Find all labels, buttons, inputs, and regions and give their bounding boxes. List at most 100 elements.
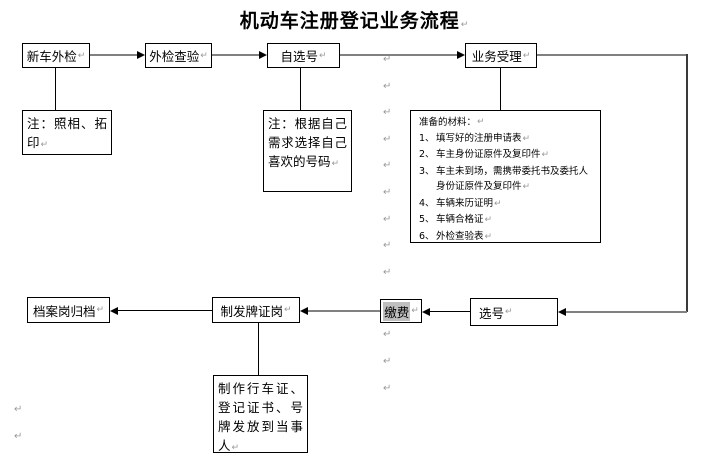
- arrowhead-left-icon: [110, 307, 118, 315]
- note-text: 制作行车证、登记证书、号牌发放到当事人: [218, 381, 303, 453]
- item-text: 车主身份证原件及复印件↵: [436, 147, 594, 164]
- item-number: 4、: [419, 197, 435, 209]
- paragraph-mark-icon: ↵: [460, 20, 470, 30]
- connector-line: [212, 54, 262, 56]
- connector-line: [500, 68, 501, 110]
- item-text-value: 车辆合格证: [436, 214, 484, 225]
- paragraph-mark-icon: ↵: [383, 329, 392, 340]
- paragraph-mark-icon: ↵: [318, 50, 327, 61]
- paragraph-mark-icon: ↵: [200, 50, 208, 61]
- arrowhead-left-icon: [558, 308, 566, 316]
- item-text-value: 车主未到场，需携带委托书及委托人身份证原件及复印件: [436, 165, 589, 193]
- materials-item-row: 3、车主未到场，需携带委托书及委托人身份证原件及复印件↵: [419, 164, 594, 196]
- paragraph-mark-icon: ↵: [14, 404, 23, 415]
- note-box-choose-favorite-number[interactable]: 注：根据自己需求选择自己喜欢的号码↵: [263, 110, 352, 192]
- flow-box-label: 自选号: [280, 49, 318, 64]
- paragraph-mark-icon: ↵: [383, 107, 392, 118]
- paragraph-mark-icon: ↵: [231, 443, 240, 453]
- flow-box-payment[interactable]: 缴费↵: [380, 299, 422, 323]
- flow-box-label: 缴费: [383, 301, 411, 321]
- note-text: 注：照相、拓印: [27, 116, 107, 150]
- flow-box-self-select-number[interactable]: 自选号↵: [267, 43, 340, 68]
- flow-box-label: 选号: [479, 305, 505, 321]
- paragraph-mark-icon: ↵: [484, 231, 493, 242]
- materials-heading: 准备的材料：: [419, 117, 477, 128]
- paragraph-mark-icon: ↵: [40, 140, 49, 150]
- item-number: 1、: [419, 132, 435, 144]
- materials-item-row: 6、外检查验表↵: [419, 229, 594, 246]
- item-text: 填写好的注册申请表↵: [436, 131, 594, 148]
- paragraph-mark-icon: ↵: [383, 214, 392, 225]
- paragraph-mark-icon: ↵: [77, 50, 86, 61]
- flow-box-label: 档案岗归档: [32, 303, 96, 319]
- paragraph-mark-icon: ↵: [522, 182, 531, 192]
- connector-line: [258, 323, 259, 375]
- paragraph-mark-icon: ↵: [14, 431, 23, 442]
- paragraph-mark-icon: ↵: [331, 159, 340, 169]
- paragraph-mark-icon: ↵: [383, 160, 392, 171]
- note-box-make-documents[interactable]: 制作行车证、登记证书、号牌发放到当事人↵: [213, 375, 308, 453]
- materials-item-row: 5、车辆合格证↵: [419, 212, 594, 229]
- flow-box-exterior-check[interactable]: 外检查验↵: [145, 43, 212, 68]
- arrowhead-right-icon: [259, 51, 267, 59]
- flow-box-select-number[interactable]: 选号↵: [470, 298, 558, 326]
- flow-box-label: 制发牌证岗: [220, 303, 283, 319]
- item-text: 车辆合格证↵: [436, 212, 594, 229]
- paragraph-mark-icon: ↵: [522, 50, 531, 61]
- materials-heading-row: 准备的材料：↵: [419, 115, 594, 131]
- arrowhead-left-icon: [300, 307, 308, 315]
- item-text-value: 外检查验表: [436, 230, 484, 242]
- arrowhead-right-icon: [457, 51, 465, 59]
- connector-line: [537, 54, 687, 56]
- note-box-photo-rubbing[interactable]: 注：照相、拓印↵: [22, 110, 112, 155]
- item-number: 3、: [419, 165, 435, 177]
- item-number: 6、: [419, 230, 435, 242]
- paragraph-mark-icon: ↵: [477, 117, 485, 127]
- flow-box-new-car-inspection[interactable]: 新车外检↵: [22, 43, 90, 68]
- paragraph-mark-icon: ↵: [505, 307, 513, 317]
- materials-item-row: 1、填写好的注册申请表↵: [419, 131, 594, 148]
- item-number: 5、: [419, 214, 435, 225]
- item-text: 车辆来历证明↵: [436, 196, 594, 213]
- arrowhead-left-icon: [422, 308, 430, 316]
- page-title-text: 机动车注册登记业务流程: [239, 10, 460, 32]
- flow-box-archive[interactable]: 档案岗归档↵: [27, 297, 110, 323]
- materials-list-box[interactable]: 准备的材料：↵ 1、填写好的注册申请表↵ 2、车主身份证原件及复印件↵ 3、车主…: [410, 110, 601, 243]
- note-text: 注：根据自己需求选择自己喜欢的号码: [268, 116, 347, 169]
- paragraph-mark-icon: ↵: [411, 306, 419, 316]
- paragraph-mark-icon: ↵: [96, 305, 105, 315]
- item-text: 外检查验表↵: [436, 229, 594, 246]
- page-title: 机动车注册登记业务流程↵: [0, 6, 709, 33]
- paragraph-mark-icon: ↵: [383, 356, 392, 367]
- paragraph-mark-icon: ↵: [383, 240, 392, 251]
- item-text: 车主未到场，需携带委托书及委托人身份证原件及复印件↵: [436, 164, 594, 196]
- flow-box-plate-certificate-issuing[interactable]: 制发牌证岗↵: [212, 297, 300, 323]
- paragraph-mark-icon: ↵: [383, 54, 392, 65]
- connector-line: [686, 54, 688, 312]
- connector-line: [340, 54, 460, 56]
- connector-line: [426, 311, 470, 312]
- item-text-value: 填写好的注册申请表: [436, 132, 522, 144]
- connector-line: [300, 68, 301, 110]
- connector-line: [114, 310, 212, 311]
- connector-line: [55, 68, 56, 110]
- paragraph-mark-icon: ↵: [383, 187, 392, 198]
- paragraph-mark-icon: ↵: [383, 383, 392, 394]
- paragraph-mark-icon: ↵: [283, 305, 292, 315]
- materials-item-row: 2、车主身份证原件及复印件↵: [419, 147, 594, 164]
- item-number: 2、: [419, 149, 435, 160]
- arrowhead-right-icon: [137, 51, 145, 59]
- flow-box-label: 外检查验: [149, 49, 200, 64]
- paragraph-mark-icon: ↵: [541, 150, 550, 160]
- paragraph-mark-icon: ↵: [484, 215, 493, 225]
- connector-line: [304, 310, 380, 312]
- paragraph-mark-icon: ↵: [522, 133, 531, 144]
- flow-box-label: 新车外检: [26, 49, 77, 64]
- item-text-value: 车主身份证原件及复印件: [436, 149, 541, 160]
- connector-line: [90, 54, 140, 56]
- paragraph-mark-icon: ↵: [383, 267, 392, 278]
- flow-box-label: 业务受理: [471, 49, 522, 64]
- paragraph-mark-icon: ↵: [383, 81, 392, 92]
- flow-box-business-acceptance[interactable]: 业务受理↵: [465, 43, 537, 68]
